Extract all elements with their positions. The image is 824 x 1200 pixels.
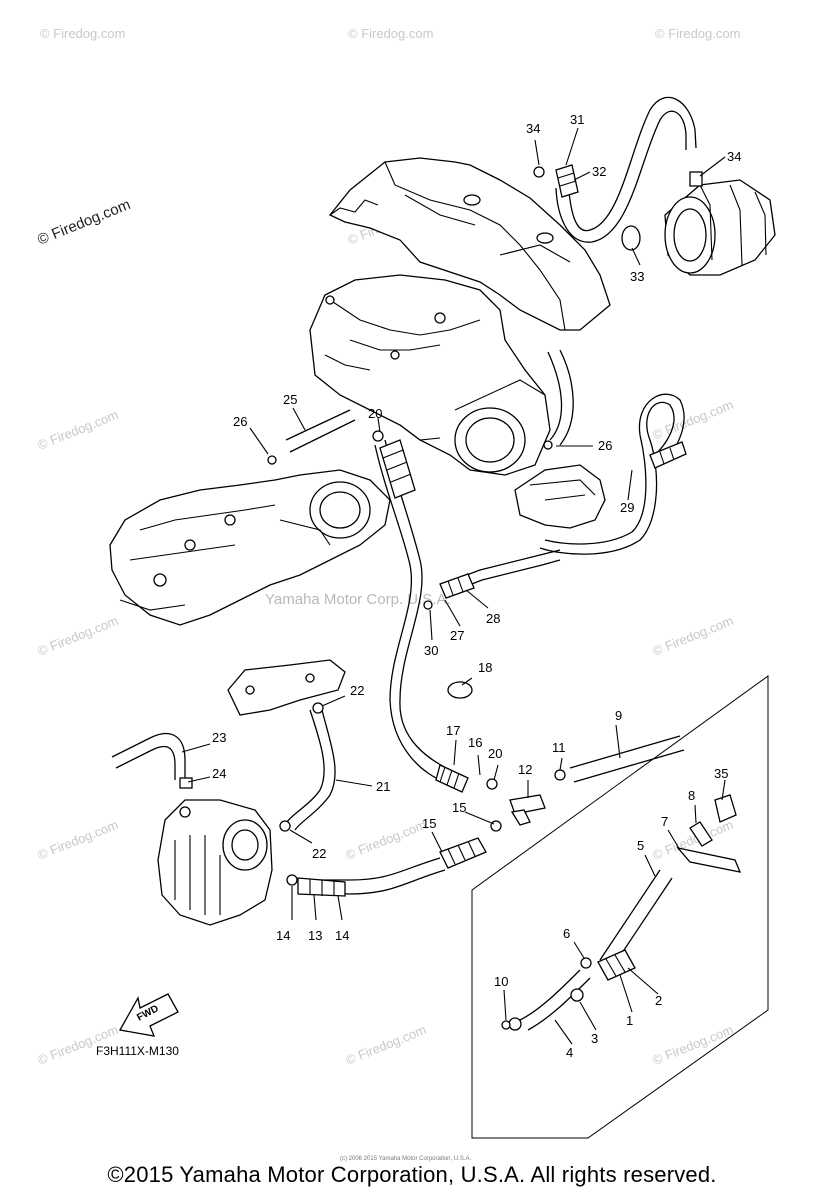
watermark: © Firedog.com (651, 1022, 736, 1068)
callout-20: 20 (368, 406, 382, 421)
callout-25: 25 (283, 392, 297, 407)
watermark: © Firedog.com (36, 407, 121, 453)
callout-28: 28 (486, 611, 500, 626)
leader-lines (181, 127, 726, 1045)
lower-engine (109, 469, 391, 626)
nozzle-box (471, 675, 769, 1139)
callout-21: 21 (376, 779, 390, 794)
callout-34: 34 (727, 149, 741, 164)
callout-10: 10 (494, 974, 508, 989)
watermark: © Firedog.com (344, 817, 429, 863)
callout-30: 30 (424, 643, 438, 658)
manifold-plate (227, 659, 346, 716)
watermark: © Firedog.com (651, 613, 736, 659)
callout-33: 33 (630, 269, 644, 284)
callout-26: 26 (598, 438, 612, 453)
callout-4: 4 (566, 1045, 573, 1060)
center-watermark: Yamaha Motor Corp. U.S.A. (265, 591, 451, 608)
watermark: © Firedog.com (348, 26, 433, 41)
callout-1: 1 (626, 1013, 633, 1028)
footer-small-note: (c) 2006 2015 Yamaha Motor Corporation, … (340, 1156, 472, 1162)
callout-14: 14 (335, 928, 349, 943)
callout-8: 8 (688, 788, 695, 803)
watermark: © Firedog.com (40, 26, 125, 41)
callout-32: 32 (592, 164, 606, 179)
callout-2: 2 (655, 993, 662, 1008)
callout-29: 29 (620, 500, 634, 515)
callout-22: 22 (350, 683, 364, 698)
callout-18: 17 (446, 723, 460, 738)
footer: (c) 2006 2015 Yamaha Motor Corporation, … (0, 1156, 824, 1200)
couplings (179, 164, 742, 1031)
upper-engine (309, 274, 551, 476)
watermark: © Firedog.com (651, 397, 736, 443)
callout-7: 7 (661, 814, 668, 829)
intake-ring-top (664, 179, 776, 276)
callout-24: 24 (212, 766, 226, 781)
copyright-notice: ©2015 Yamaha Motor Corporation, U.S.A. A… (107, 1162, 717, 1187)
callout-9: 9 (615, 708, 622, 723)
callout-3: 3 (591, 1031, 598, 1046)
callout-22: 22 (312, 846, 326, 861)
callout-15: 14 (276, 928, 290, 943)
watermark: © Firedog.com (36, 817, 121, 863)
callout-17: 16 (468, 735, 482, 750)
hoses (111, 96, 697, 1031)
callout-27: 27 (450, 628, 464, 643)
callout-labels: 34 31 32 34 33 25 26 20 26 29 27 28 30 1… (212, 112, 741, 1060)
watermark: © Firedog.com (344, 1022, 429, 1068)
diagram-code: F3H111X-M130 (96, 1044, 179, 1058)
callout-6: 6 (563, 926, 570, 941)
callout-23: 23 (212, 730, 226, 745)
water-box (157, 799, 273, 926)
watermark: © Firedog.com (36, 613, 121, 659)
callout-26: 26 (233, 414, 247, 429)
callout-11: 11 (552, 740, 566, 755)
callout-31: 31 (570, 112, 584, 127)
fwd-arrow-icon: FWD (118, 993, 179, 1037)
engine-cover (328, 157, 611, 331)
mount-bracket (514, 464, 606, 529)
callout-13: 13 (308, 928, 322, 943)
callout-5: 5 (637, 838, 644, 853)
callout-19: 18 (478, 660, 492, 675)
watermark: © Firedog.com (655, 26, 740, 41)
callout-35: 35 (714, 766, 728, 781)
callout-20: 20 (488, 746, 502, 761)
callout-15: 15 (452, 800, 466, 815)
callout-16: 15 (422, 816, 436, 831)
callout-34: 34 (526, 121, 540, 136)
watermark-dark: © Firedog.com (35, 196, 133, 249)
callout-12: 12 (518, 762, 532, 777)
